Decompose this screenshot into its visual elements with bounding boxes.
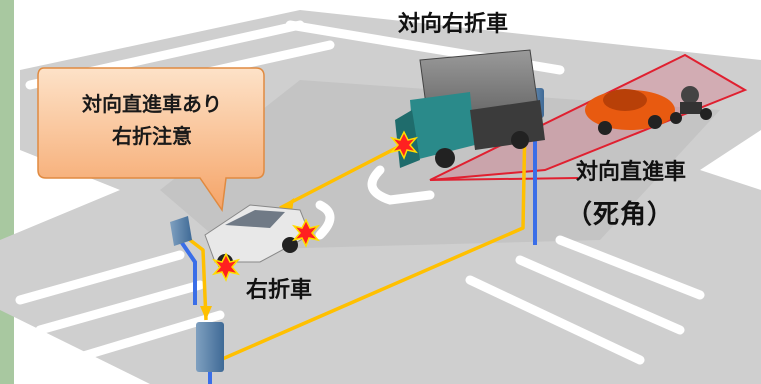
- arrow-head-down: [200, 306, 212, 320]
- collision-burst-icons: [211, 130, 419, 282]
- motorcycle-icon: [670, 86, 712, 124]
- left-edge-strip: [0, 0, 14, 384]
- blind-spot-boundary: [429, 177, 579, 181]
- label-blind-spot: （死角）: [566, 200, 675, 230]
- label-oncoming-right-turn: 対向右折車: [398, 12, 509, 37]
- callout-bubble: [37, 67, 265, 213]
- truck-icon: [395, 49, 545, 168]
- orange-car-icon: [585, 89, 675, 135]
- label-right-turn-car: 右折車: [246, 278, 313, 303]
- sensor-box-left: [170, 216, 192, 246]
- label-oncoming-straight: 対向直進車: [576, 160, 687, 185]
- sensor-box-near: [196, 322, 224, 372]
- callout-line-1: 対向直進車あり: [82, 92, 222, 116]
- callout-line-2: 右折注意: [112, 124, 192, 148]
- callout-text: 対向直進車あり 右折注意: [48, 88, 256, 152]
- white-car-icon: [204, 204, 311, 270]
